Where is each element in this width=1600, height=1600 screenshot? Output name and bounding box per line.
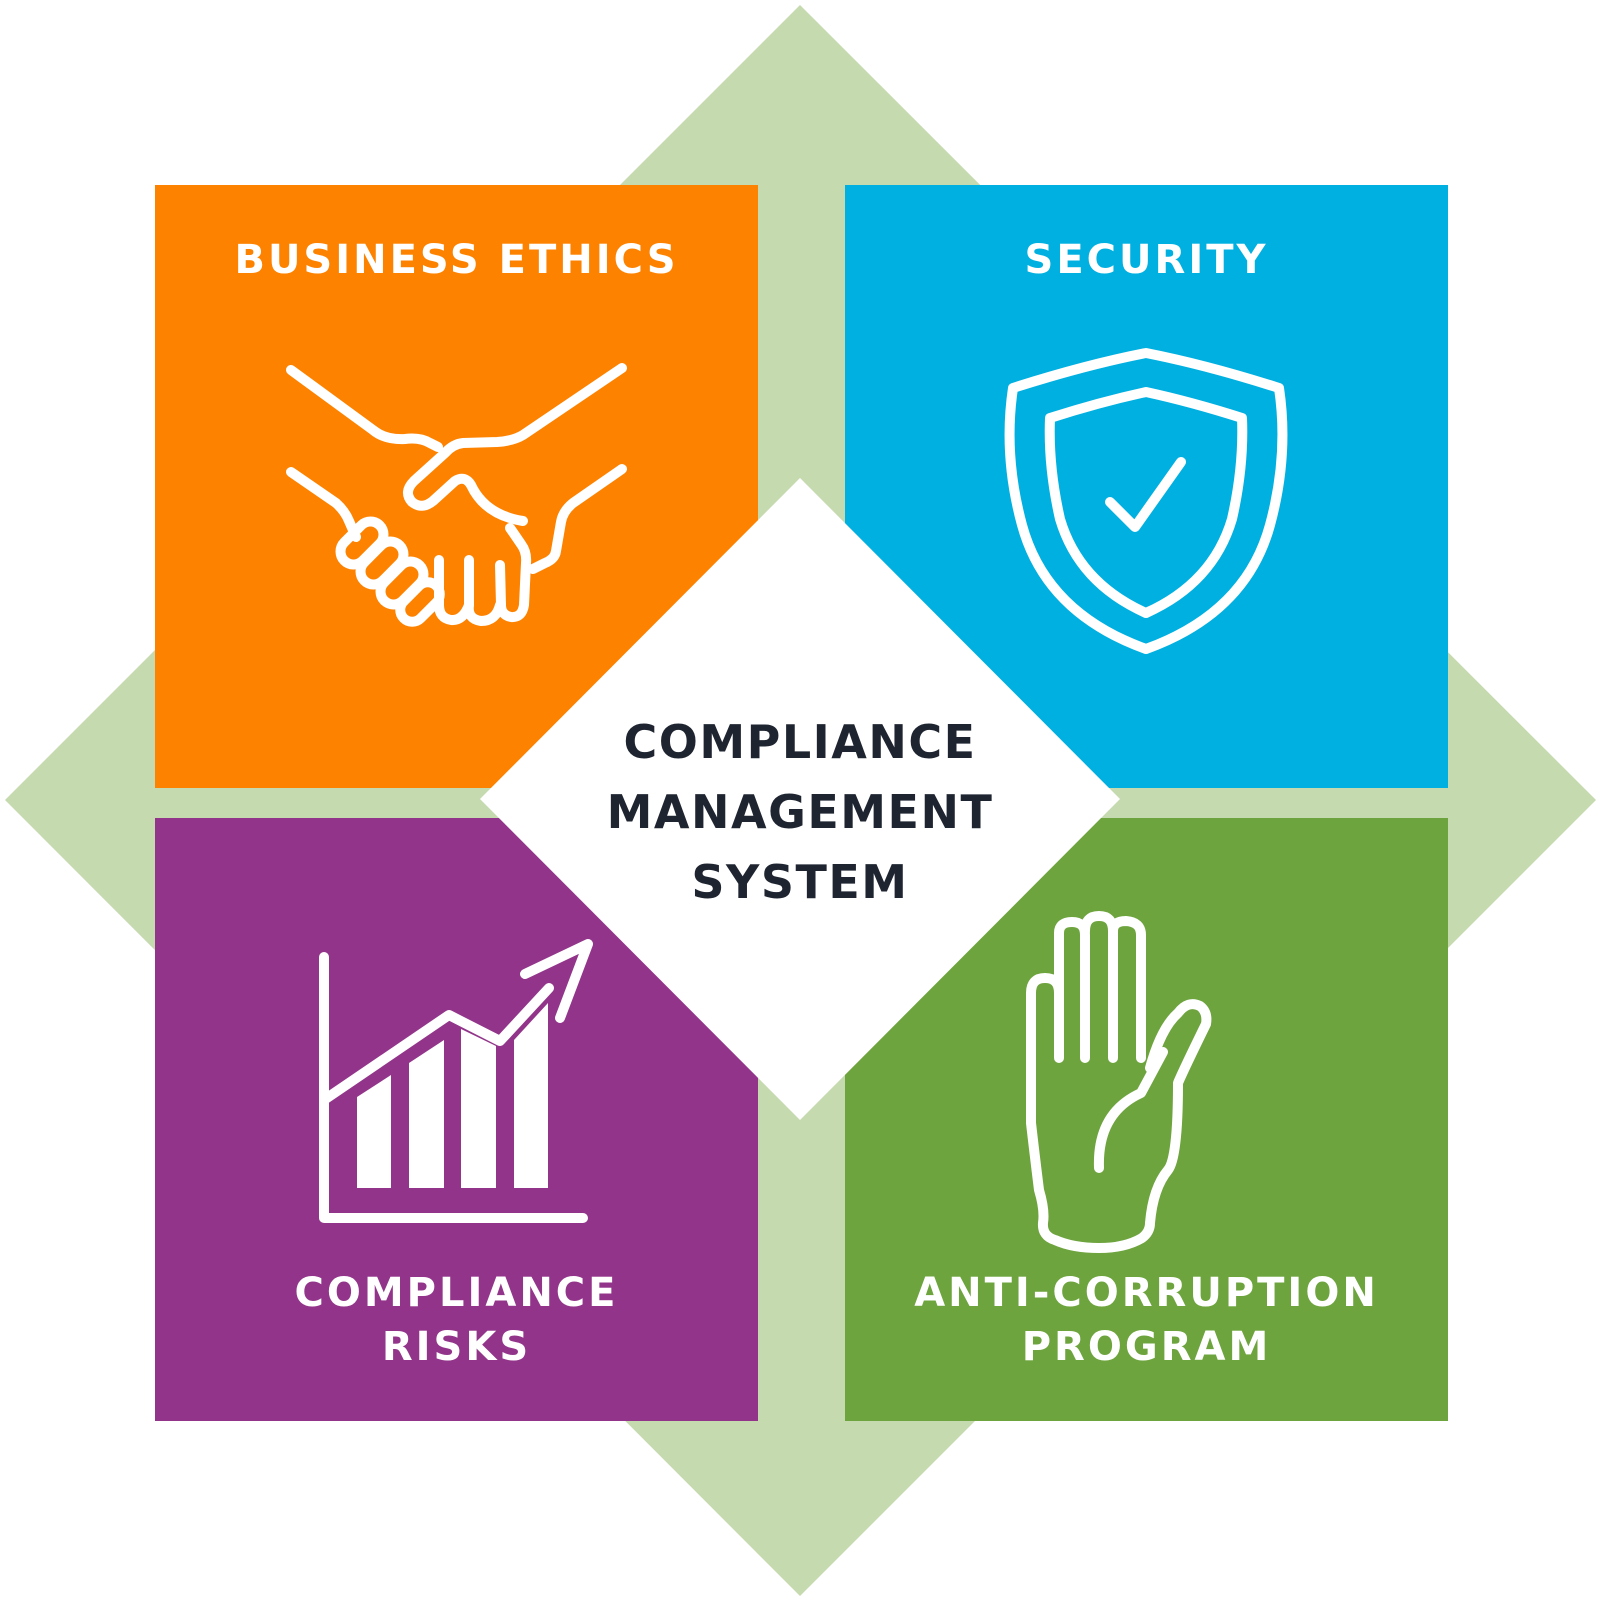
handshake-icon bbox=[286, 363, 627, 627]
shield-check-icon bbox=[1004, 348, 1288, 654]
compliance-risks-title: COMPLIANCE RISKS bbox=[294, 1270, 619, 1370]
center-diamond bbox=[480, 478, 1120, 1120]
business-ethics-title: BUSINESS ETHICS bbox=[234, 237, 679, 283]
center-title: COMPLIANCE MANAGEMENT SYSTEM bbox=[606, 715, 994, 909]
growth-chart-icon bbox=[319, 939, 593, 1223]
raised-hand-icon bbox=[1026, 911, 1212, 1253]
anti-corruption-title: ANTI-CORRUPTION PROGRAM bbox=[914, 1270, 1379, 1370]
security-title: SECURITY bbox=[1024, 237, 1269, 283]
